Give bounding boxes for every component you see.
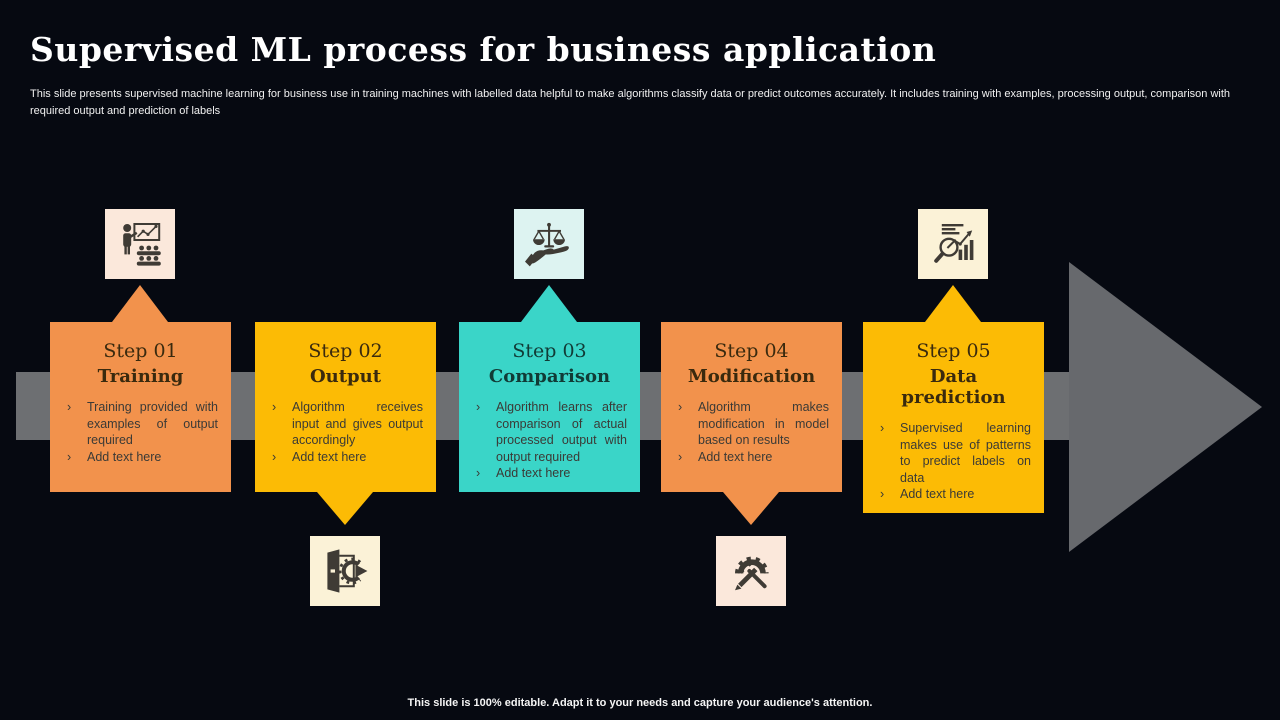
bullet-item: Add text here (472, 465, 627, 482)
step-label: Step 02 (308, 340, 383, 362)
bullet-item: Add text here (268, 449, 423, 466)
step-title: Training (97, 366, 184, 387)
bullet-item: Training provided with examples of outpu… (63, 399, 218, 449)
step-title: Modification (687, 366, 816, 387)
step-1-card: Step 01 Training Training provided with … (50, 322, 231, 492)
step-bullets: Algorithm receives input and gives outpu… (268, 399, 423, 465)
step-3-icon-box (514, 209, 584, 279)
bullet-item: Add text here (876, 486, 1031, 503)
process-arrowhead (1069, 262, 1262, 552)
step-title: Output (309, 366, 382, 387)
step-1-pointer (112, 285, 168, 322)
step-label: Step 04 (714, 340, 789, 362)
bullet-item: Add text here (63, 449, 218, 466)
step-5-icon-box (918, 209, 988, 279)
step-5-pointer (925, 285, 981, 322)
output-door-icon (327, 549, 368, 593)
step-bullets: Algorithm makes modification in model ba… (674, 399, 829, 465)
step-bullets: Algorithm learns after comparison of act… (472, 399, 627, 482)
bullet-item: Algorithm makes modification in model ba… (674, 399, 829, 449)
step-bullets: Supervised learning makes use of pattern… (876, 420, 1031, 503)
step-bullets: Training provided with examples of outpu… (63, 399, 218, 465)
step-5-card: Step 05 Data prediction Supervised learn… (863, 322, 1044, 513)
step-2-card: Step 02 Output Algorithm receives input … (255, 322, 436, 492)
bullet-item: Supervised learning makes use of pattern… (876, 420, 1031, 486)
step-1-icon-box (105, 209, 175, 279)
step-4-card: Step 04 Modification Algorithm makes mod… (661, 322, 842, 492)
step-2-pointer (317, 492, 373, 525)
step-label: Step 05 (916, 340, 991, 362)
modification-gear-tools-icon (735, 556, 769, 591)
bullet-item: Algorithm learns after comparison of act… (472, 399, 627, 465)
page-subtitle: This slide presents supervised machine l… (30, 88, 1231, 117)
step-title: Data prediction (901, 366, 1006, 408)
footer-note: This slide is 100% editable. Adapt it to… (407, 697, 873, 709)
step-4-icon-box (716, 536, 786, 606)
step-label: Step 03 (512, 340, 587, 362)
comparison-scales-icon (525, 222, 569, 267)
page-title: Supervised ML process for business appli… (30, 30, 937, 69)
step-3-card: Step 03 Comparison Algorithm learns afte… (459, 322, 640, 492)
data-prediction-magnifier-icon (934, 224, 974, 263)
bullet-item: Add text here (674, 449, 829, 466)
step-2-icon-box (310, 536, 380, 606)
step-label: Step 01 (103, 340, 178, 362)
step-title: Comparison (488, 366, 611, 387)
step-4-pointer (723, 492, 779, 525)
training-presentation-icon (123, 223, 161, 266)
step-3-pointer (521, 285, 577, 322)
bullet-item: Algorithm receives input and gives outpu… (268, 399, 423, 449)
